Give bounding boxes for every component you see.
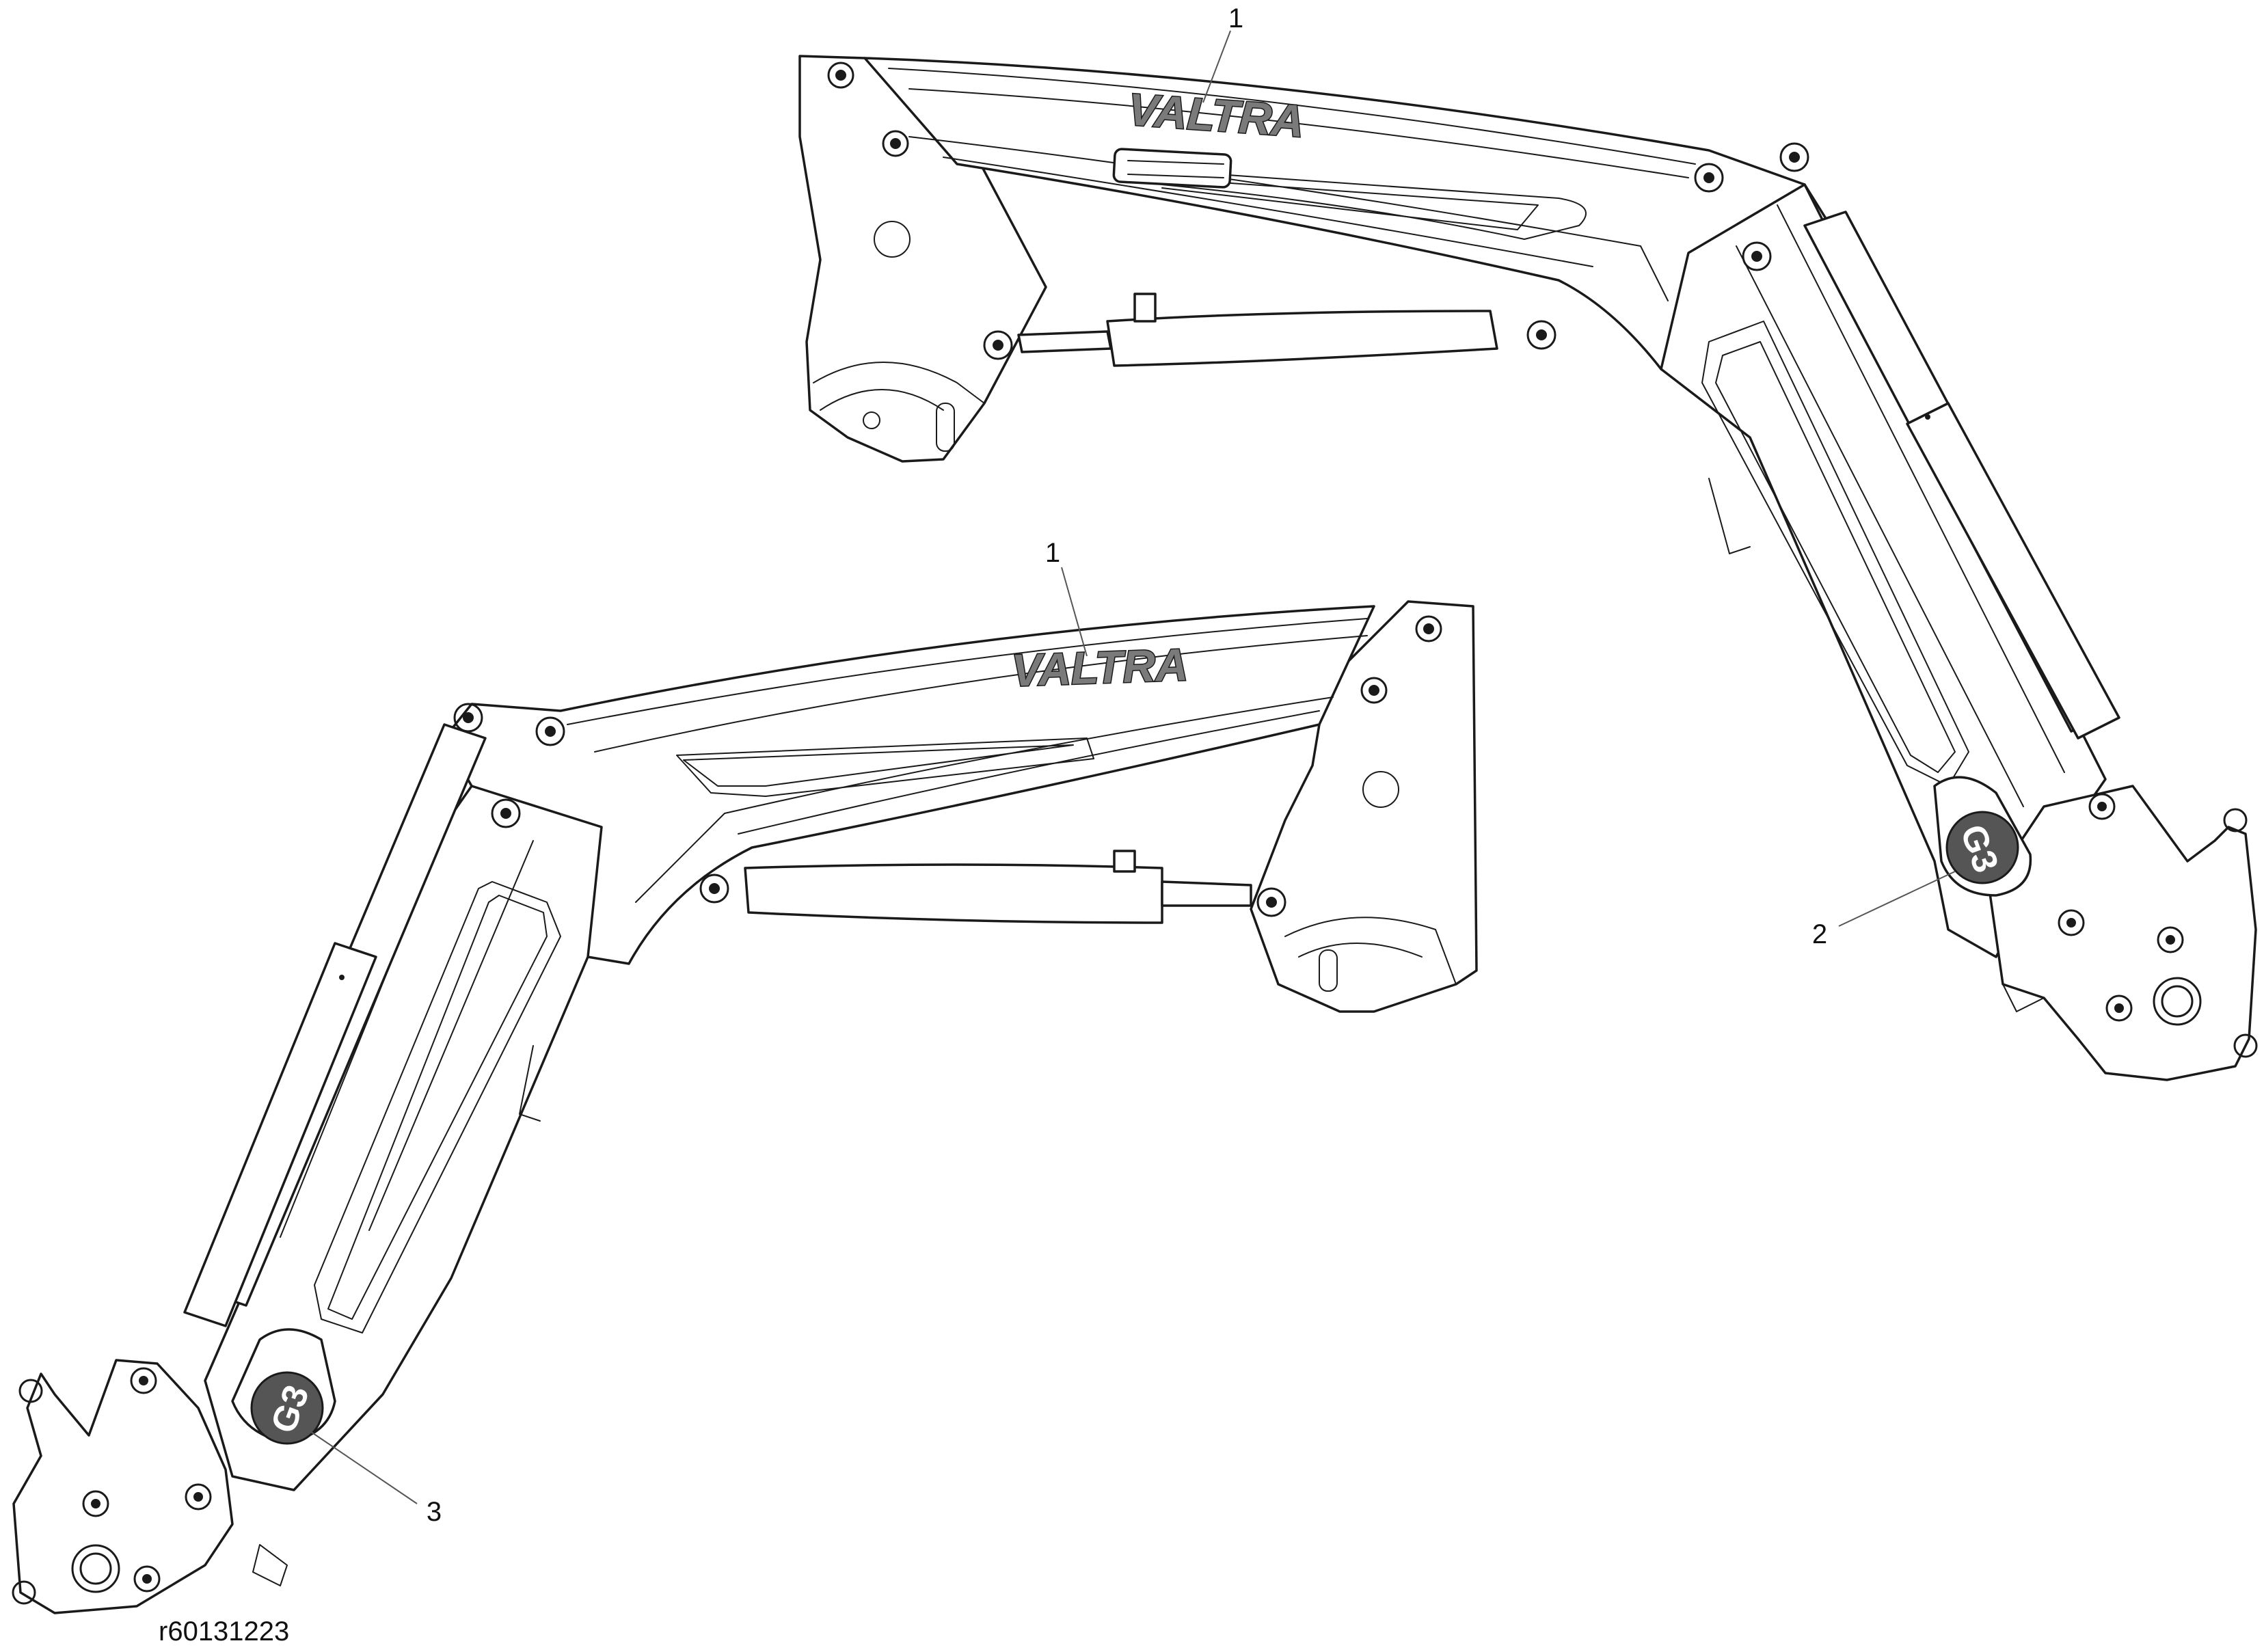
upper-valtra-logo: VALTRA — [1127, 83, 1306, 146]
upper-lift-cylinder — [1803, 211, 2120, 740]
lower-pivot-pins — [453, 615, 1442, 917]
figure-id: r60131223 — [159, 1616, 289, 1647]
lower-boom-beam — [443, 605, 1375, 965]
upper-pivot-pins — [827, 62, 1809, 360]
lower-quick-attach — [12, 1359, 288, 1614]
lower-g3-badge: G3 — [231, 1328, 336, 1445]
upper-work-light — [1112, 148, 1232, 189]
lower-valtra-logo: VALTRA — [1011, 639, 1189, 696]
upper-g3-badge: G3 — [1933, 776, 2032, 897]
callout-1-upper: 1 — [1202, 3, 1243, 103]
svg-text:3: 3 — [427, 1497, 442, 1527]
upper-loader-arm: VALTRA G3 — [798, 55, 2258, 1081]
callout-3: 3 — [310, 1431, 442, 1527]
upper-boom-beam — [863, 57, 1840, 384]
upper-quick-attach — [1988, 785, 2258, 1081]
lower-loader-arm: VALTRA G3 — [12, 600, 1478, 1614]
callout-2: 2 — [1812, 871, 1956, 949]
upper-bucket-cylinder — [1017, 293, 1498, 367]
callout-1-lower: 1 — [1045, 538, 1088, 657]
lower-lift-cylinder — [183, 723, 487, 1327]
svg-text:2: 2 — [1812, 919, 1827, 949]
lower-mounting-bracket — [1250, 600, 1478, 1013]
lower-bucket-cylinder — [744, 850, 1252, 924]
svg-text:1: 1 — [1045, 538, 1060, 568]
svg-text:1: 1 — [1228, 3, 1243, 33]
